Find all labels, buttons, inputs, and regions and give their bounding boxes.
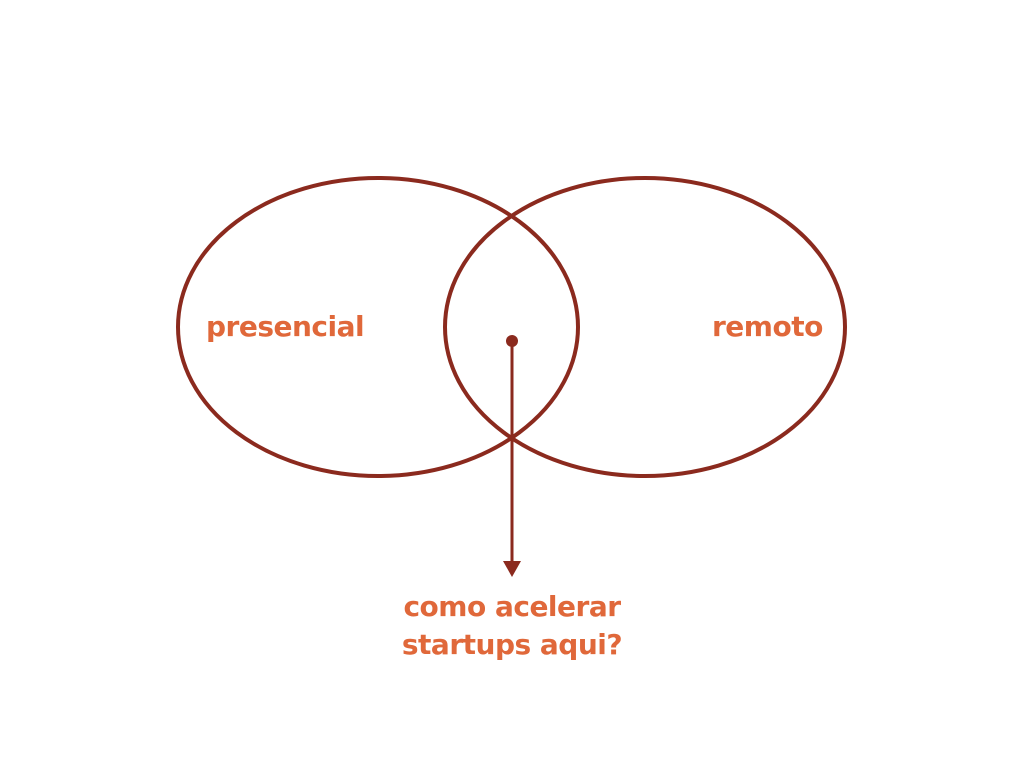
question-text: como acelerar startups aqui? (372, 588, 652, 664)
question-line-2: startups aqui? (401, 628, 623, 661)
presencial-label: presencial (206, 310, 365, 343)
arrow-head (503, 561, 521, 577)
remoto-label: remoto (712, 310, 823, 343)
question-line-1: como acelerar (403, 590, 621, 623)
right-circle (443, 176, 847, 478)
left-circle (176, 176, 580, 478)
